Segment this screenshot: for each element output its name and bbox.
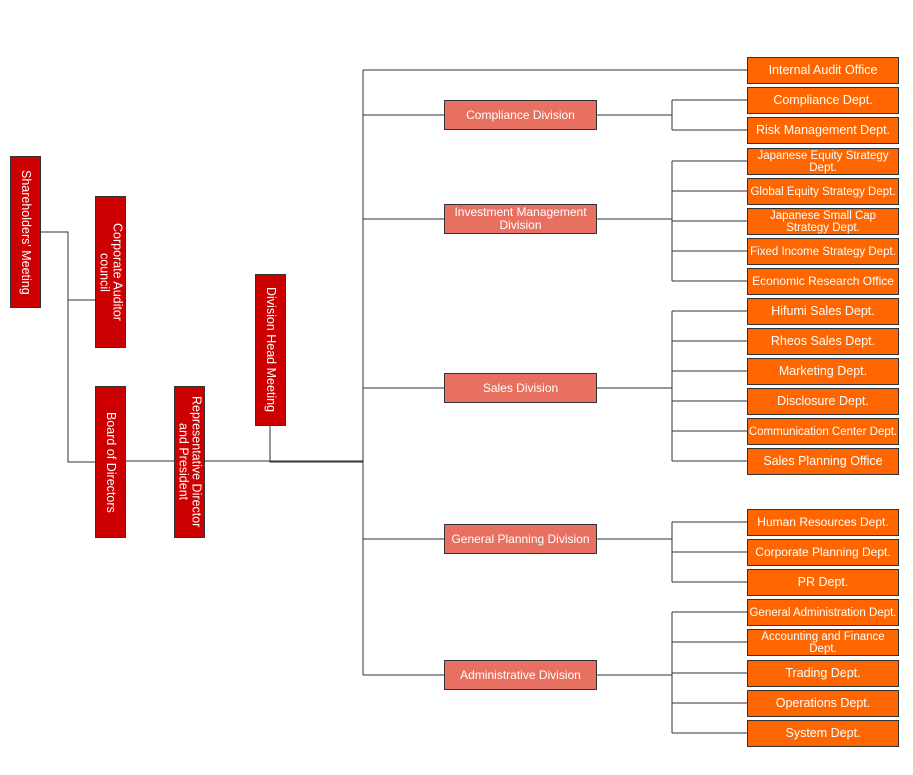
dept-box: Rheos Sales Dept. [747, 328, 899, 355]
dept-box: Operations Dept. [747, 690, 899, 717]
dept-box: Sales Planning Office [747, 448, 899, 475]
dept-box: Disclosure Dept. [747, 388, 899, 415]
compliance-branch [597, 99, 747, 131]
auditor-label: Corporate Auditor council [97, 223, 125, 321]
dept-box: General Administration Dept. [747, 599, 899, 626]
board-label: Board of Directors [104, 411, 118, 513]
dept-internal-audit: Internal Audit Office [747, 57, 899, 84]
division-general-planning: General Planning Division [444, 524, 597, 554]
board-of-directors-box: Board of Directors [95, 386, 126, 538]
division-administrative: Administrative Division [444, 660, 597, 690]
division-sales: Sales Division [444, 373, 597, 403]
main-trunk [362, 69, 747, 675]
division-compliance: Compliance Division [444, 100, 597, 130]
president-box: Representative Director and President [174, 386, 205, 538]
planning-branch [597, 521, 747, 583]
dept-box: Trading Dept. [747, 660, 899, 687]
president-label: Representative Director and President [176, 396, 204, 528]
dept-box: Compliance Dept. [747, 87, 899, 114]
shareholders-meeting-box: Shareholders' Meeting [10, 156, 41, 308]
division-connectors [363, 114, 444, 676]
admin-branch [597, 611, 747, 734]
dept-box: Risk Management Dept. [747, 117, 899, 144]
dept-box: Japanese Small Cap Strategy Dept. [747, 208, 899, 235]
shareholders-connector [40, 231, 95, 463]
dept-box: Corporate Planning Dept. [747, 539, 899, 566]
shareholders-label: Shareholders' Meeting [19, 169, 33, 295]
president-connector [126, 425, 363, 463]
dept-box: Marketing Dept. [747, 358, 899, 385]
investment-branch [597, 160, 747, 282]
division-investment: Investment Management Division [444, 204, 597, 234]
division-head-label: Division Head Meeting [264, 287, 278, 413]
dept-box: Global Equity Strategy Dept. [747, 178, 899, 205]
dept-box: Accounting and Finance Dept. [747, 629, 899, 656]
dept-box: Fixed Income Strategy Dept. [747, 238, 899, 265]
dept-box: Economic Research Office [747, 268, 899, 295]
dept-box: System Dept. [747, 720, 899, 747]
dept-box: Communication Center Dept. [747, 418, 899, 445]
division-head-meeting-box: Division Head Meeting [255, 274, 286, 426]
dept-box: Human Resources Dept. [747, 509, 899, 536]
dept-box: Hifumi Sales Dept. [747, 298, 899, 325]
dept-box: Japanese Equity Strategy Dept. [747, 148, 899, 175]
corporate-auditor-box: Corporate Auditor council [95, 196, 126, 348]
dept-box: PR Dept. [747, 569, 899, 596]
sales-branch [597, 310, 747, 462]
